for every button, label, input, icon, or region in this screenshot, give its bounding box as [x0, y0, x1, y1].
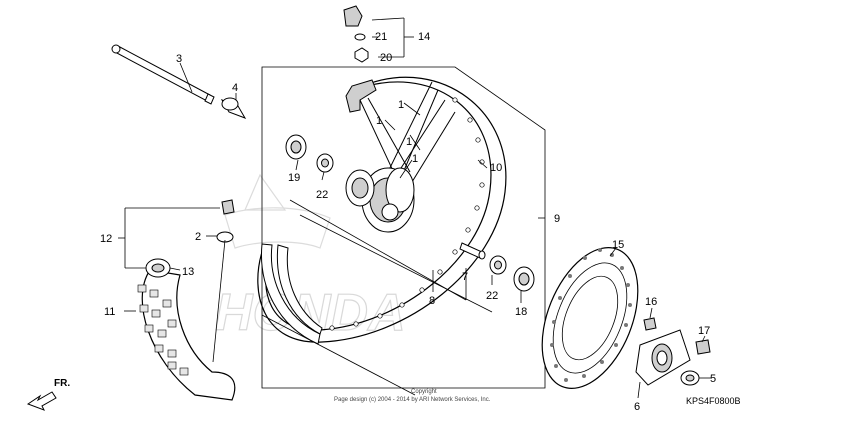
callout-3: 3 [176, 53, 182, 65]
callout-12: 12 [100, 233, 112, 245]
hub [345, 167, 415, 233]
callout-7: 7 [462, 271, 468, 283]
direction-label: FR. [54, 378, 70, 389]
callout-1a: 1 [398, 99, 404, 111]
callout-9: 9 [554, 213, 560, 225]
callout-15: 15 [612, 239, 624, 251]
callout-22-lower: 22 [486, 290, 498, 302]
callout-2: 2 [195, 231, 201, 243]
tube [145, 258, 171, 278]
callout-8: 8 [429, 295, 435, 307]
leader-lines [118, 17, 712, 399]
bearing-right [513, 266, 535, 292]
callout-18: 18 [515, 306, 527, 318]
disc-bolt [643, 317, 657, 331]
callout-labels: 3 4 21 14 20 1 1 1 1 10 19 22 9 12 2 13 … [100, 31, 716, 413]
callout-1d: 1 [412, 153, 418, 165]
callout-5: 5 [710, 373, 716, 385]
rim [257, 76, 507, 343]
rim-profile-piece [345, 79, 377, 113]
gearbox-screw [695, 339, 711, 355]
rim-section [260, 243, 323, 345]
callout-10: 10 [490, 162, 502, 174]
bearing-left [285, 134, 307, 160]
reference-code: KPS4F0800B [686, 396, 741, 406]
speedometer-gearbox [635, 329, 691, 386]
wheel-assembly-frame [261, 66, 546, 389]
tire [137, 269, 236, 401]
dust-seal-left [316, 153, 334, 173]
callout-19: 19 [288, 172, 300, 184]
callout-17: 17 [698, 325, 710, 337]
front-axle [111, 44, 215, 105]
callout-1c: 1 [406, 136, 412, 148]
distance-collar [459, 242, 486, 260]
brake-disc [541, 247, 639, 389]
callout-13: 13 [182, 266, 194, 278]
spoke-nipple-assembly [343, 5, 369, 63]
front-direction-indicator: FR. [26, 378, 70, 411]
callout-1b: 1 [376, 115, 382, 127]
callout-14: 14 [418, 31, 430, 43]
copyright-text: Page design (c) 2004 - 2014 by ARI Netwo… [334, 397, 491, 403]
callout-11: 11 [104, 306, 115, 318]
callout-21: 21 [375, 31, 387, 43]
callout-22-upper: 22 [316, 189, 328, 201]
callout-16: 16 [645, 296, 657, 308]
dust-seal-right [489, 255, 507, 275]
callout-4: 4 [232, 82, 238, 94]
valve-parts [212, 199, 235, 363]
axle-collar [220, 97, 247, 119]
copyright-heading: Copyright [411, 389, 437, 395]
side-collar [680, 370, 700, 386]
callout-6: 6 [634, 401, 640, 413]
callout-20: 20 [380, 52, 392, 64]
